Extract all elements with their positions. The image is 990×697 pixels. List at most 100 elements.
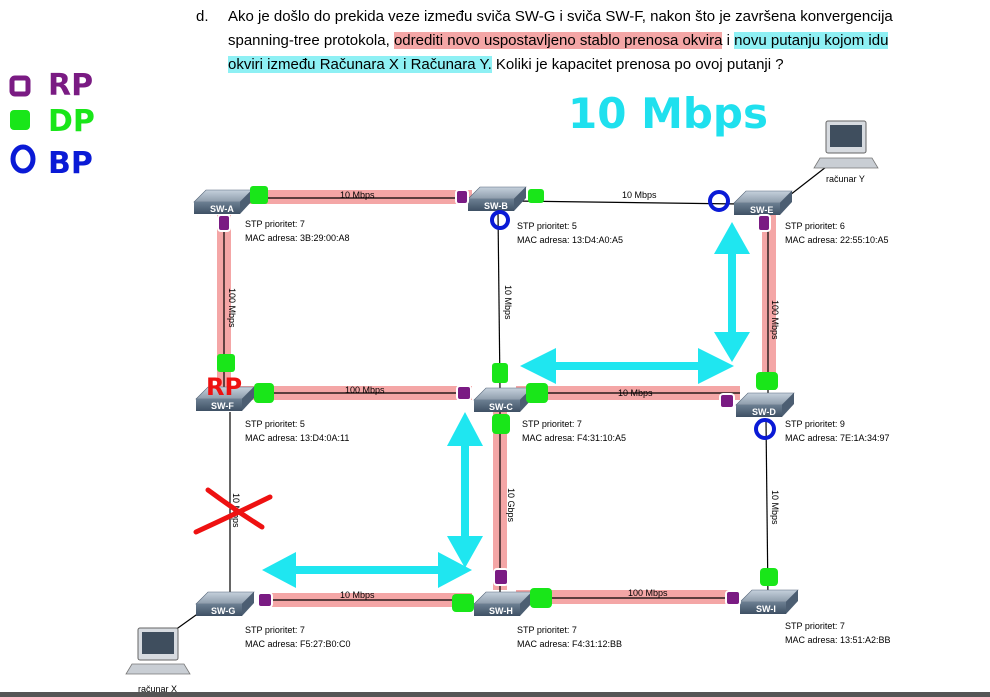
sw-d-priority: STP prioritet: 9: [785, 419, 845, 429]
dp-marker: [530, 588, 552, 608]
handwritten-answer: 10 Mbps: [568, 89, 768, 138]
dp-marker: [250, 186, 268, 204]
dp-marker: [254, 383, 274, 403]
sw-i-mac: MAC adresa: 13:51:A2:BB: [785, 635, 891, 645]
switch-label: SW-D: [752, 407, 776, 417]
sw-g-mac: MAC adresa: F5:27:B0:C0: [245, 639, 351, 649]
sw-e-priority: STP prioritet: 6: [785, 221, 845, 231]
legend-dp-symbol: [10, 110, 30, 130]
question-part-3: Koliki je kapacitet prenosa po ovoj puta…: [491, 56, 784, 73]
switch-sw-a: SW-A: [193, 189, 253, 214]
sw-h-mac: MAC adresa: F4:31:12:BB: [517, 639, 622, 649]
sw-a-mac: MAC adresa: 3B:29:00:A8: [245, 233, 350, 243]
dp-marker: [528, 189, 544, 203]
legend-bp-label: BP: [48, 146, 93, 181]
link-label-bc: 10 Mbps: [503, 285, 513, 320]
dp-marker: [492, 414, 510, 434]
switch-sw-h: SW-H: [473, 591, 533, 616]
sw-b-priority: STP prioritet: 5: [517, 221, 577, 231]
rp-marker: [257, 592, 273, 608]
question-part-1: Ako je došlo do prekida veze između svič…: [228, 8, 893, 49]
sw-f-mac: MAC adresa: 13:D4:0A:11: [245, 433, 349, 443]
arrow-c-to-d: [520, 348, 734, 384]
legend: RP DP BP: [9, 68, 95, 181]
link-label-be: 10 Mbps: [622, 190, 657, 200]
sw-d-mac: MAC adresa: 7E:1A:34:97: [785, 433, 890, 443]
legend-dp-label: DP: [48, 104, 95, 139]
link-label-hi: 100 Mbps: [628, 588, 668, 598]
bp-marker: [490, 210, 510, 230]
rp-marker: [757, 214, 771, 232]
link-label-ed: 100 Mbps: [770, 300, 780, 340]
question-letter: d.: [196, 8, 209, 25]
handwritten-rf-mark: RP: [206, 373, 242, 401]
switch-sw-d: SW-D: [735, 392, 795, 417]
switch-sw-e: SW-E: [733, 190, 793, 215]
bp-marker: [754, 418, 776, 440]
tree-link-ed: [762, 215, 776, 390]
link-label-fc: 100 Mbps: [345, 385, 385, 395]
sw-i-priority: STP prioritet: 7: [785, 621, 845, 631]
dp-marker: [756, 372, 778, 390]
broken-link-cross-icon: [193, 487, 273, 535]
switch-label: SW-H: [489, 606, 513, 616]
link-bc: [497, 211, 501, 391]
rp-marker: [456, 385, 472, 401]
arrow-h-to-g: [262, 552, 472, 588]
link-label-ch: 10 Gbps: [506, 488, 516, 523]
question-body: Ako je došlo do prekida veze između svič…: [228, 5, 908, 77]
switch-label: SW-G: [211, 606, 235, 616]
link-label-di: 10 Mbps: [770, 490, 780, 525]
dp-marker: [217, 354, 235, 372]
rp-marker: [455, 189, 469, 205]
sw-h-priority: STP prioritet: 7: [517, 625, 577, 635]
tree-link-ab: [240, 190, 472, 204]
sw-c-mac: MAC adresa: F4:31:10:A5: [522, 433, 626, 443]
computer-y: računar Y: [813, 120, 879, 184]
rp-marker: [493, 568, 509, 586]
link-label-ab: 10 Mbps: [340, 190, 375, 200]
rp-marker: [725, 590, 741, 606]
dp-marker: [452, 594, 474, 612]
switch-sw-c: SW-C: [473, 387, 533, 412]
computer-x: računar X: [125, 627, 191, 694]
legend-bp-symbol: [10, 144, 36, 174]
switch-label: SW-B: [484, 201, 508, 211]
arrow-d-to-e: [714, 222, 750, 362]
question-part-2: i: [722, 32, 735, 49]
link-label-af: 100 Mbps: [227, 288, 237, 328]
switch-label: SW-E: [750, 205, 773, 215]
switch-label: SW-A: [210, 204, 234, 214]
dp-marker: [492, 363, 508, 383]
rp-marker: [719, 393, 735, 409]
link-be: [513, 200, 741, 205]
question-highlight-tree: odrediti novo uspostavljeno stablo preno…: [393, 32, 723, 49]
sw-g-priority: STP prioritet: 7: [245, 625, 305, 635]
sw-c-priority: STP prioritet: 7: [522, 419, 582, 429]
switch-sw-f: SW-F: [195, 386, 255, 411]
tree-link-hi: [516, 590, 738, 604]
frame-path-arrows: [262, 222, 750, 588]
switch-label: SW-C: [489, 402, 513, 412]
link-label-gh: 10 Mbps: [340, 590, 375, 600]
links: [149, 159, 836, 649]
switch-sw-g: SW-G: [195, 591, 255, 616]
switch-label: SW-F: [211, 401, 234, 411]
window-bottom-edge: [0, 692, 990, 697]
legend-rp-symbol: [9, 75, 31, 97]
computer-x-label: računar X: [138, 684, 177, 694]
rp-marker: [217, 214, 231, 232]
sw-e-mac: MAC adresa: 22:55:10:A5: [785, 235, 889, 245]
dp-marker: [760, 568, 778, 586]
arrow-c-to-h: [447, 412, 483, 568]
legend-rp-label: RP: [48, 68, 93, 103]
switch-sw-i: SW-I: [739, 589, 799, 614]
sw-b-mac: MAC adresa: 13:D4:A0:A5: [517, 235, 623, 245]
sw-f-priority: STP prioritet: 5: [245, 419, 305, 429]
link-label-cd: 10 Mbps: [618, 388, 653, 398]
port-markers: [217, 186, 778, 612]
computer-y-label: računar Y: [826, 174, 865, 184]
bp-marker: [708, 190, 730, 212]
switch-sw-b: SW-B: [467, 186, 527, 211]
